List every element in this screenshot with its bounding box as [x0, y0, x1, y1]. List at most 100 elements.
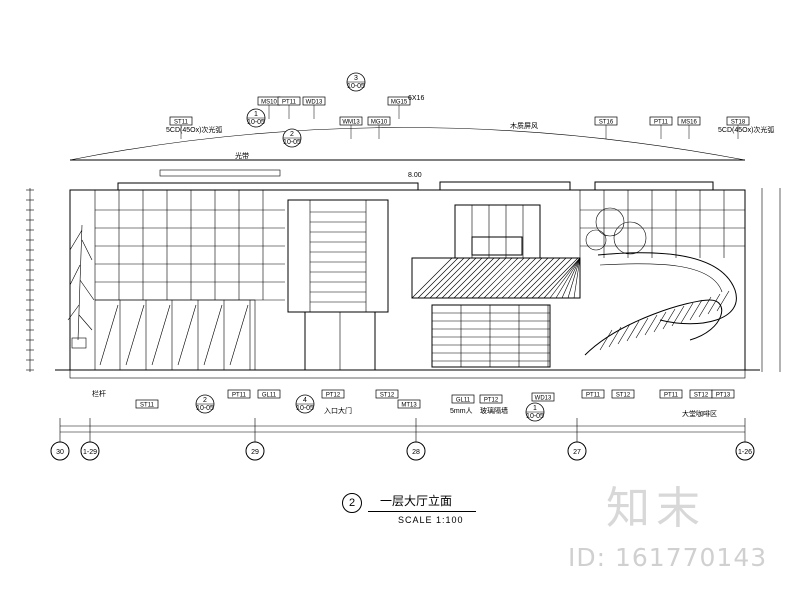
glass-partition	[431, 304, 551, 368]
ceiling-soffit-top	[159, 169, 281, 177]
note-top-right: 5CD(45Ox)次光弧	[718, 125, 774, 134]
reception-screen	[454, 204, 541, 259]
material-tag: WD13	[531, 392, 555, 402]
floor-slab	[69, 369, 746, 379]
material-tag: MS16	[677, 116, 701, 139]
grid-bubble: 1-29	[80, 418, 100, 461]
watermark-logo: 知末	[606, 483, 706, 534]
title-underline	[368, 511, 476, 512]
spiral-stair-lower	[584, 299, 723, 356]
note-bottom-rail: 栏杆	[92, 389, 106, 398]
detail-callout: 410-05	[295, 394, 315, 414]
material-tag: ST16	[594, 116, 618, 139]
note-top-screen: 木质屏风	[510, 121, 538, 130]
grid-label: 30	[56, 449, 64, 456]
detail-callout: 110-05	[525, 402, 545, 422]
grid-label: 29	[251, 449, 259, 456]
note-bottom-cafe: 大堂咖啡区	[682, 409, 717, 418]
callout-sheet: 10-05	[196, 405, 214, 412]
callout-sheet: 10-05	[526, 413, 544, 420]
material-tag-label: MG10	[371, 120, 388, 126]
callout-number: 1	[254, 111, 258, 118]
material-tag-label: ST12	[380, 393, 395, 399]
grid-label: 1-29	[83, 449, 97, 456]
drawing-title: 一层大厅立面	[380, 494, 453, 508]
material-tag-label: ST16	[599, 120, 614, 126]
material-tag-label: MG15	[391, 100, 408, 106]
material-tag: PT11	[659, 389, 683, 399]
material-tag: WM13	[339, 116, 363, 139]
material-tag-label: ST12	[694, 393, 709, 399]
material-tag-label: PT11	[586, 393, 601, 399]
material-tag: GL11	[451, 394, 475, 404]
material-tag-label: PT13	[716, 393, 731, 399]
spiral-stair-rail	[599, 263, 723, 293]
material-tag-label: WD13	[306, 100, 323, 106]
material-tag-label: MS16	[681, 120, 697, 126]
image-id: ID: 161770143	[568, 543, 768, 572]
material-tag-label: PT11	[654, 120, 669, 126]
material-tag: PT11	[649, 116, 673, 139]
material-tag: MT13	[397, 399, 421, 409]
reception-desk	[471, 236, 523, 256]
note-bottom-5mm: 5mm人	[450, 407, 473, 415]
title-number: 2	[342, 493, 362, 513]
material-tag: MG15	[387, 96, 411, 119]
callout-sheet: 10-05	[296, 405, 314, 412]
material-tag: PT11	[581, 389, 605, 399]
drawing-title-block: 2 一层大厅立面 SCALE 1:100	[342, 490, 502, 530]
material-tag: PT13	[711, 389, 735, 399]
material-tag-label: PT12	[326, 393, 341, 399]
material-tag-label: PT11	[282, 100, 297, 106]
detail-callout: 210-05	[195, 394, 215, 414]
grid-bubble: 28	[406, 418, 426, 461]
grid-label: 27	[573, 449, 581, 456]
drawing-scale: SCALE 1:100	[398, 515, 464, 525]
callout-number: 4	[303, 397, 307, 404]
display-cabinet-shelves	[309, 200, 367, 312]
material-tag: ST12	[611, 389, 635, 399]
ceiling-soffit-left	[117, 182, 419, 191]
material-tag-label: GL11	[456, 398, 471, 404]
tile-wall-left	[94, 190, 285, 301]
ceiling-soffit-mid	[439, 181, 571, 191]
plant-left	[67, 224, 95, 349]
callout-number: 2	[203, 397, 207, 404]
material-tag: WD13	[302, 96, 326, 119]
display-cabinet	[287, 199, 389, 313]
material-tag: ST11	[169, 116, 193, 139]
material-tag: ST12	[689, 389, 713, 399]
callout-number: 2	[290, 131, 294, 138]
material-tag: ST11	[135, 399, 159, 409]
note-top-left: 5CD(45Ox)次光弧	[166, 125, 222, 134]
grid-bubble: 29	[245, 418, 265, 461]
reception-screen-panels	[454, 205, 541, 258]
spiral-stair-hatch	[599, 290, 730, 351]
grid-label: 28	[412, 449, 420, 456]
partition-louvers	[432, 305, 550, 367]
grid-bubble: 27	[567, 418, 587, 461]
tile-wall-right	[579, 190, 745, 258]
note-top-6x16: 6X16	[408, 95, 424, 102]
material-tag-label: MS10	[261, 100, 277, 106]
material-tag: PT12	[479, 394, 503, 404]
callout-number: 3	[354, 75, 358, 82]
material-tag-label: ST11	[174, 120, 189, 126]
callout-number: 1	[533, 405, 537, 412]
material-tag-label: WM13	[342, 120, 360, 126]
callout-sheet: 10-05	[247, 119, 265, 126]
callout-sheet: 10-05	[347, 83, 365, 90]
material-tag: PT11	[277, 96, 301, 119]
grid-label: 1-26	[738, 449, 752, 456]
material-tag-label: GL11	[262, 393, 277, 399]
material-tag: ST12	[375, 389, 399, 399]
mezzanine-hatch	[411, 257, 581, 299]
ceiling-soffit-right	[594, 181, 714, 191]
note-level: 8.00	[408, 172, 422, 179]
material-tag-label: MT13	[401, 403, 417, 409]
material-tag: ST18	[726, 116, 750, 139]
material-tag: PT12	[321, 389, 345, 399]
note-bottom-door: 入口大门	[324, 406, 352, 415]
